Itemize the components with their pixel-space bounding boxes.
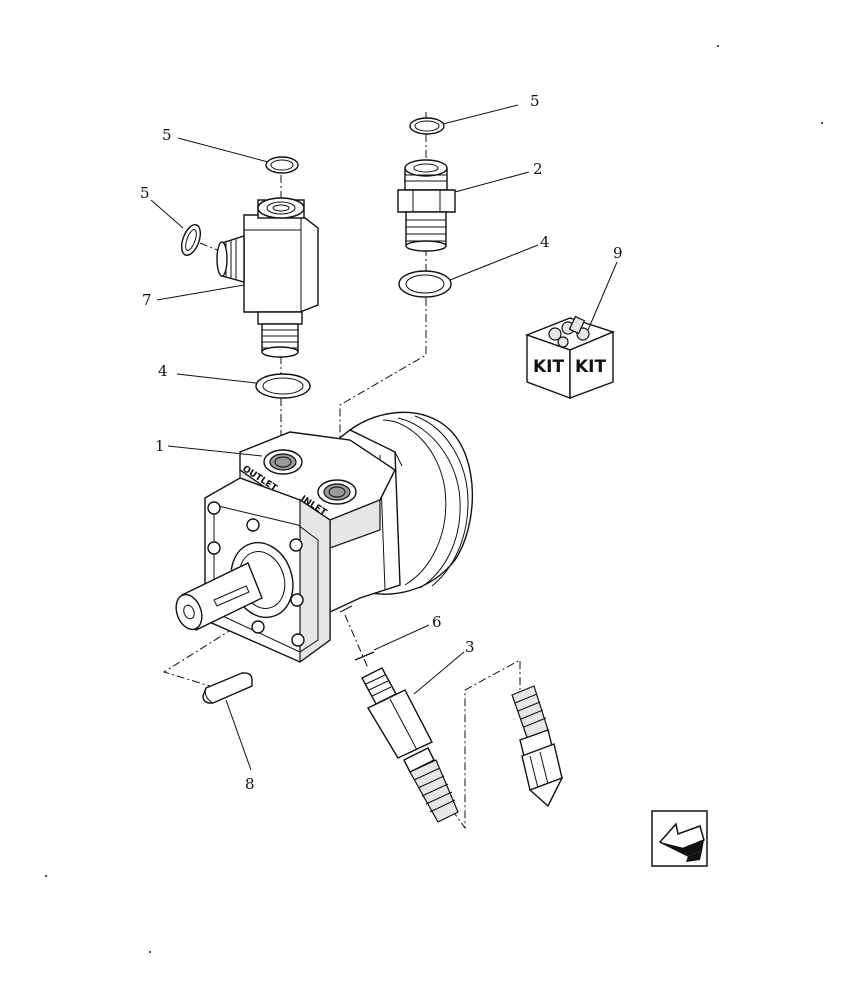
alternate-fitting (511, 685, 564, 808)
kit-label-right: KIT (575, 357, 606, 377)
o-ring-top-left (265, 156, 299, 174)
specks (45, 45, 823, 953)
tee-adapter (216, 197, 319, 358)
drain-fitting (361, 667, 459, 823)
callout-8: 8 (245, 775, 255, 793)
callout-1: 1 (155, 437, 165, 455)
seal-ring-right (398, 270, 452, 298)
hydraulic-motor: OUTLET INLET (175, 411, 474, 664)
o-ring-side (181, 224, 201, 256)
callout-5-top-left: 5 (162, 126, 172, 144)
callout-3: 3 (465, 638, 475, 656)
small-pin (354, 651, 375, 661)
callout-4-left: 4 (158, 362, 168, 380)
callout-5-side: 5 (140, 184, 150, 202)
back-nav-button[interactable] (651, 810, 708, 867)
kit-label-left: KIT (533, 357, 564, 377)
leader-lines (150, 104, 618, 771)
callout-7: 7 (142, 291, 152, 309)
arrow-back-icon (658, 822, 705, 862)
callout-5-top-right: 5 (530, 92, 540, 110)
straight-adapter (397, 159, 456, 252)
callout-6: 6 (432, 613, 442, 631)
kit-box: KIT KIT (524, 315, 616, 400)
callout-2: 2 (533, 160, 543, 178)
o-ring-top-right (409, 117, 445, 135)
callout-9: 9 (613, 244, 623, 262)
shaft-key (202, 672, 253, 704)
callout-numbers: 1 2 3 4 4 5 5 5 6 7 8 9 (140, 92, 623, 793)
callout-4-right: 4 (540, 233, 550, 251)
seal-ring-left (255, 373, 311, 399)
